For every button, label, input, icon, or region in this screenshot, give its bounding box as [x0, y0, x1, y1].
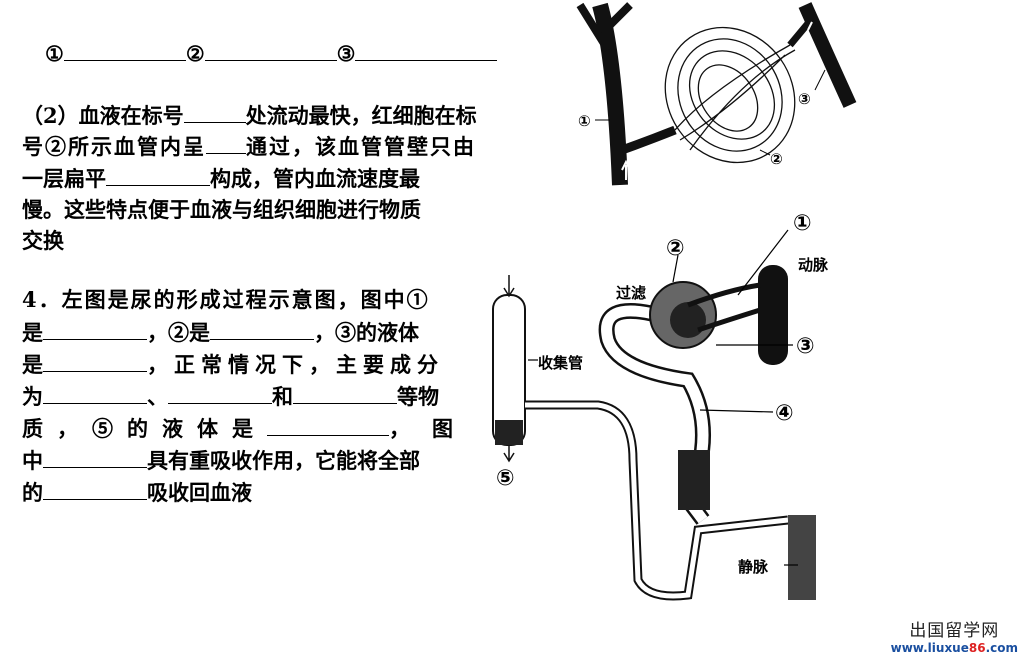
label-3: ③ — [796, 334, 815, 359]
filter-label: 过滤 — [616, 284, 646, 302]
text: 具有重吸收作用，它能将全部 — [147, 448, 420, 473]
q3-line: 交换 — [22, 228, 64, 253]
q3-blanks-line: ① ② ③ — [45, 38, 498, 69]
blank[interactable] — [204, 38, 337, 61]
text: 、 — [147, 384, 168, 409]
label-5: ⑤ — [496, 466, 515, 491]
label-1: ① — [45, 41, 64, 66]
text: 是 — [22, 352, 43, 377]
text: 构成，管内血流速度最 — [210, 166, 420, 191]
q3-line: 一层扁平 构成，管内血流速度最 — [22, 163, 420, 194]
q4-line: 是 ，②是 ，③的液体 — [22, 317, 419, 348]
blank[interactable] — [206, 131, 246, 154]
q3-line: （2）血液在标号 处流动最快，红细胞在标 — [22, 100, 477, 131]
text: 号②所示血管内呈 — [22, 134, 206, 159]
blank[interactable] — [106, 163, 210, 186]
label-2: ② — [770, 150, 783, 168]
q4-line: 4．左图是尿的形成过程示意图，图中① — [22, 287, 430, 312]
q4-line: 为 、 和 等物 — [22, 381, 439, 412]
label-2: ② — [666, 236, 685, 261]
blank[interactable] — [355, 38, 498, 61]
label-2: ② — [185, 41, 205, 66]
blank[interactable] — [267, 413, 389, 436]
q4-line: 中 具有重吸收作用，它能将全部 — [22, 445, 420, 476]
text: ，正常情况下，主要成分 — [147, 352, 444, 377]
text: 为 — [22, 384, 43, 409]
blank[interactable] — [210, 317, 314, 340]
nephron-diagram: ① ② ③ ④ ⑤ 过滤 动脉 收集管 静脉 — [492, 211, 829, 601]
text: 一层扁平 — [22, 166, 106, 191]
text: （2）血液在标号 — [22, 103, 184, 128]
watermark-url: .com — [985, 641, 1018, 655]
blank[interactable] — [168, 381, 272, 404]
text: 中 — [22, 448, 43, 473]
label-4: ④ — [775, 401, 794, 426]
label-3: ③ — [336, 41, 356, 66]
q4-line: 的 吸收回血液 — [22, 477, 252, 508]
blank[interactable] — [63, 38, 186, 61]
label-1: ① — [578, 112, 591, 130]
label-1: ① — [793, 211, 812, 236]
blank[interactable] — [43, 445, 147, 468]
watermark-cn: 出国留学网 — [909, 621, 1000, 641]
watermark-url: 86 — [968, 641, 986, 655]
text: 质，⑤的液体是 — [22, 416, 267, 441]
text: 处流动最快，红细胞在标 — [245, 103, 477, 128]
text: 的 — [22, 480, 43, 505]
label-3: ③ — [798, 90, 811, 108]
text: 通过，该血管管壁只由 — [246, 134, 476, 159]
watermark-url: www.liuxue — [890, 641, 969, 655]
q3-line: 慢。这些特点便于血液与组织细胞进行物质 — [22, 197, 421, 222]
text: ，图 — [389, 416, 475, 441]
blank[interactable] — [43, 349, 147, 372]
capillary-diagram: ① ② ③ — [576, 2, 857, 186]
q4-line: 是 ，正常情况下，主要成分 — [22, 349, 444, 380]
text: ，③的液体 — [314, 320, 419, 345]
text: 是 — [22, 320, 43, 345]
text: ，②是 — [147, 320, 210, 345]
blank[interactable] — [183, 100, 246, 123]
text: 吸收回血液 — [147, 480, 252, 505]
blank[interactable] — [43, 477, 147, 500]
text: 等物 — [397, 384, 439, 409]
blank[interactable] — [43, 381, 147, 404]
blank[interactable] — [43, 317, 147, 340]
q4-line: 质，⑤的液体是 ，图 — [22, 413, 475, 444]
blank[interactable] — [293, 381, 397, 404]
vein-label: 静脉 — [738, 558, 769, 576]
artery-label: 动脉 — [798, 256, 829, 274]
collecting-duct-label: 收集管 — [538, 354, 583, 372]
q3-line: 号②所示血管内呈 通过，该血管管壁只由 — [22, 131, 476, 162]
text: 和 — [272, 384, 293, 409]
watermark: 出国留学网 www.liuxue86.com — [891, 616, 1018, 655]
